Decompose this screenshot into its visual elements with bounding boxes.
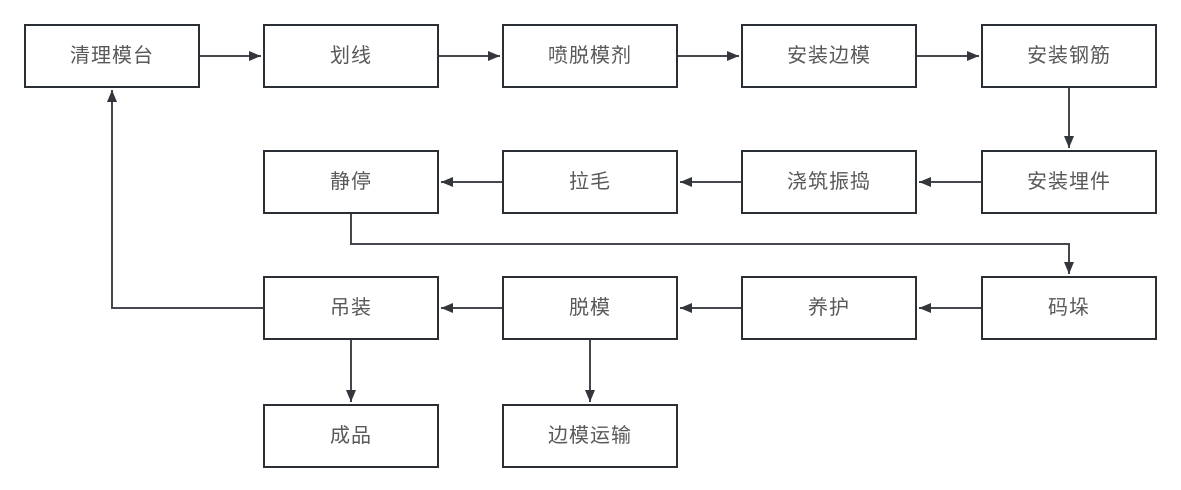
flow-node-curing: 养护 [741,276,917,340]
flow-node-clean-mold-table: 清理模台 [24,24,200,88]
flow-node-spray-release-agent: 喷脱模剂 [502,24,678,88]
flow-node-stacking: 码垛 [981,276,1157,340]
flow-node-hoisting: 吊装 [263,276,439,340]
flow-node-label: 划线 [330,45,372,67]
flow-node-finished-product: 成品 [263,404,439,468]
flow-node-pour-and-vibrate: 浇筑振捣 [741,150,917,214]
flow-node-install-rebar: 安装钢筋 [981,24,1157,88]
flow-node-label: 安装钢筋 [1027,45,1111,67]
edge-rest-to-stacking [350,214,1074,274]
flow-node-label: 安装边模 [787,45,871,67]
flow-node-install-side-molds: 安装边模 [741,24,917,88]
flow-node-label: 边模运输 [548,425,632,447]
flow-node-label: 静停 [330,171,372,193]
flow-node-roughening: 拉毛 [502,150,678,214]
flow-node-label: 清理模台 [70,45,154,67]
edge-hoisting-to-clean [107,90,263,309]
flow-node-label: 喷脱模剂 [548,45,632,67]
flow-node-label: 脱模 [569,297,611,319]
flow-node-install-embedded-parts: 安装埋件 [981,150,1157,214]
flow-node-label: 安装埋件 [1027,171,1111,193]
flow-node-label: 浇筑振捣 [787,171,871,193]
flow-node-label: 吊装 [330,297,372,319]
flow-node-label: 成品 [330,425,372,447]
flow-node-label: 养护 [808,297,850,319]
flow-node-line-marking: 划线 [263,24,439,88]
flow-node-label: 码垛 [1048,297,1090,319]
flow-node-side-mold-transport: 边模运输 [502,404,678,468]
flow-node-demolding: 脱模 [502,276,678,340]
flow-node-label: 拉毛 [569,171,611,193]
flow-node-static-rest: 静停 [263,150,439,214]
